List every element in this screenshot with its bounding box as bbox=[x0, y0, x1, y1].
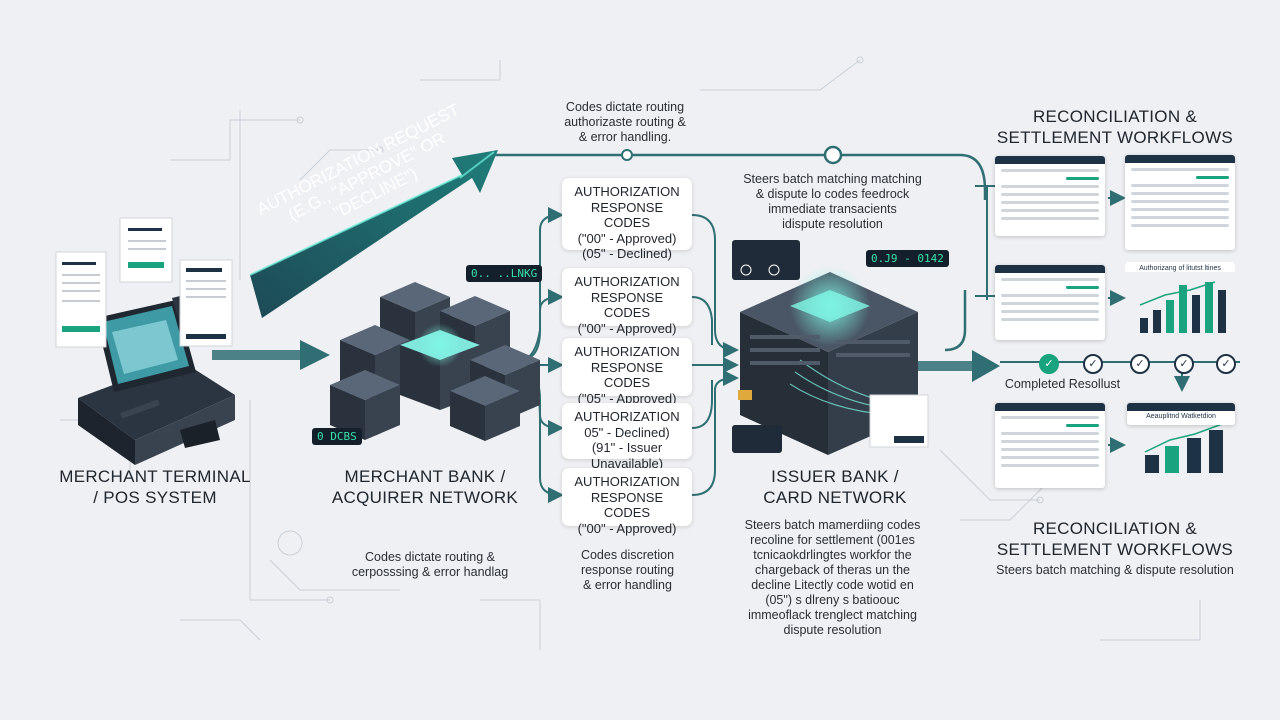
authorization-request-arrow bbox=[250, 150, 498, 318]
response-code-box: AUTHORIZATION RESPONSE CODES ("00" - App… bbox=[562, 178, 692, 261]
chart-title: Aeauplitnd Watketdion bbox=[1146, 413, 1216, 420]
issuer-bottom-note: Steers batch mamerdiing codes recoline f… bbox=[744, 518, 921, 637]
recon-chart-doc: Authorizang of litutst ltines bbox=[1125, 262, 1235, 340]
top-routing-note: Codes dictate routing authorizaste routi… bbox=[564, 100, 686, 144]
bottom-center-note: Codes discretion response routing & erro… bbox=[580, 548, 675, 592]
recon-bottom-label: RECONCILIATION & SETTLEMENT WORKFLOWS bbox=[996, 519, 1234, 559]
recon-ledger-doc bbox=[995, 265, 1105, 340]
chart-title: Authorizang of litutst ltines bbox=[1125, 262, 1235, 272]
completed-label: Completed Resollust bbox=[1004, 377, 1121, 391]
acquirer-server-cluster bbox=[330, 282, 540, 441]
response-code-box: AUTHORIZATION RESPONSE CODES ("00" - App… bbox=[562, 468, 692, 536]
issuer-to-recon-arrow bbox=[918, 350, 1000, 382]
check-icon: ✓ bbox=[1083, 354, 1103, 374]
recon-ledger-doc bbox=[995, 156, 1105, 236]
issuer-bank-label: ISSUER BANK / CARD NETWORK bbox=[763, 467, 907, 507]
response-code-box: AUTHORIZATION RESPONSE CODES ("05" - App… bbox=[562, 338, 692, 406]
pos-terminal-illustration bbox=[78, 292, 235, 465]
recon-bar-chart-bottom bbox=[1144, 423, 1223, 473]
acquirer-screen-bottom: 0 DCBS bbox=[312, 428, 362, 445]
terminal-to-acquirer-arrow bbox=[212, 340, 330, 370]
recon-ledger-doc bbox=[995, 403, 1105, 488]
circuit-traces bbox=[60, 56, 1201, 650]
recon-bottom-note: Steers batch matching & dispute resoluti… bbox=[996, 563, 1234, 577]
recon-top-label: RECONCILIATION & SETTLEMENT WORKFLOWS bbox=[996, 107, 1234, 147]
check-icon: ✓ bbox=[1174, 354, 1194, 374]
receipts bbox=[55, 217, 233, 348]
response-code-box: AUTHORIZATION 05" - Declined) (91" - Iss… bbox=[562, 403, 692, 471]
check-icon: ✓ bbox=[1039, 354, 1059, 374]
merchant-bank-label: MERCHANT BANK / ACQUIRER NETWORK bbox=[331, 467, 519, 507]
merchant-terminal-label: MERCHANT TERMINAL / POS SYSTEM bbox=[59, 467, 251, 507]
recon-chart-doc: Aeauplitnd Watketdion bbox=[1127, 403, 1235, 425]
flow-node bbox=[823, 145, 843, 165]
flow-node bbox=[621, 149, 633, 161]
top-flow-line bbox=[488, 153, 987, 352]
issuer-panels bbox=[732, 240, 929, 453]
issuer-screen-top: 0.J9 - 0142 bbox=[866, 250, 949, 267]
response-code-box: AUTHORIZATION RESPONSE CODES ("00" - App… bbox=[562, 268, 692, 336]
acquirer-note: Codes dictate routing & cerposssing & er… bbox=[351, 550, 509, 579]
recon-ledger-doc bbox=[1125, 155, 1235, 250]
check-icon: ✓ bbox=[1216, 354, 1236, 374]
issuer-top-note: Steers batch matching matching & dispute… bbox=[743, 172, 922, 231]
issuer-merge-lines bbox=[691, 214, 739, 496]
recon-bar-chart-top bbox=[1139, 281, 1226, 333]
acquirer-screen-top: 0.. ..LNKG bbox=[466, 265, 543, 282]
check-icon: ✓ bbox=[1130, 354, 1150, 374]
